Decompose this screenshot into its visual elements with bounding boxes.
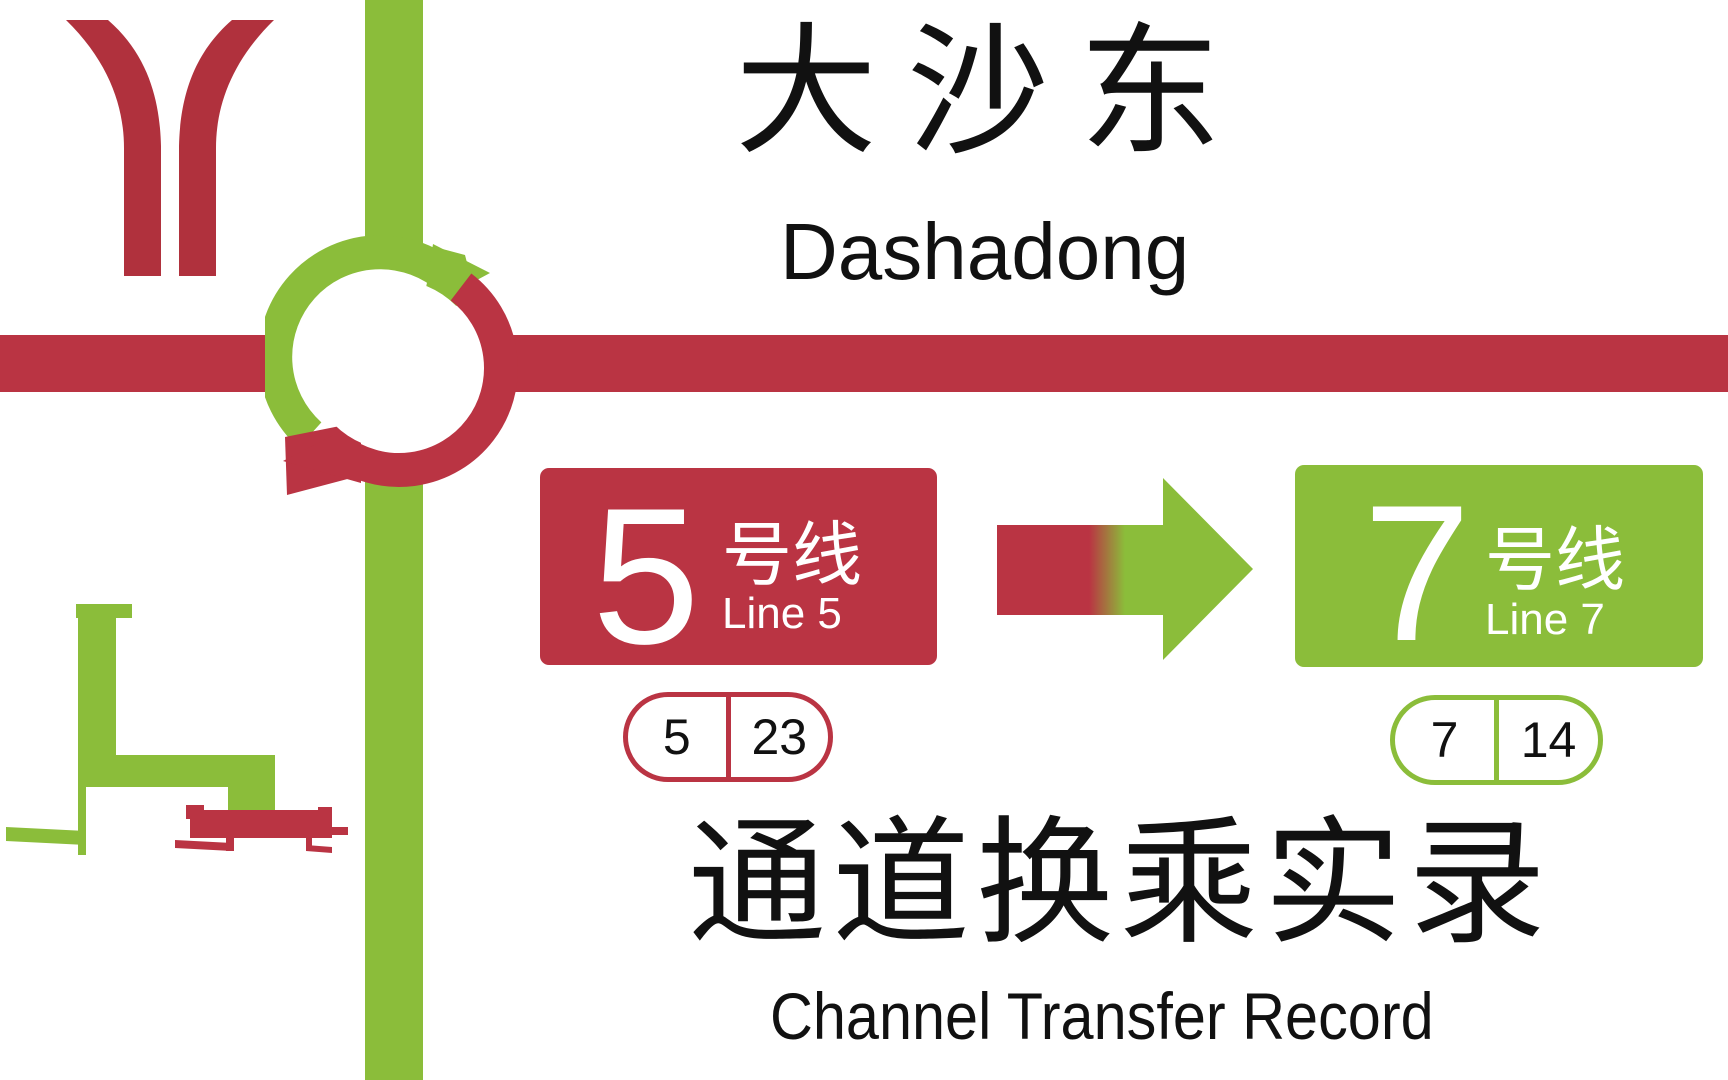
line5-station-code: 5 23	[623, 692, 833, 782]
line7-number: 7	[1363, 465, 1471, 682]
right-arrow-gradient-icon	[997, 478, 1253, 660]
line7-badge: 7 号线 Line 7	[1295, 465, 1703, 671]
guangzhou-metro-logo-icon	[60, 18, 280, 280]
pill-divider	[1494, 700, 1499, 780]
line5-badge: 5 号线 Line 5	[540, 468, 937, 674]
station-layout-map-icon	[0, 595, 360, 855]
line7-code-line: 7	[1430, 712, 1459, 768]
line5-horizontal-track	[0, 335, 1728, 392]
line5-code-line: 5	[662, 709, 691, 765]
line7-label-en: Line 7	[1485, 595, 1605, 644]
subtitle-en: Channel Transfer Record	[770, 979, 1434, 1053]
subtitle-cn: 通道换乘实录	[688, 803, 1553, 964]
line7-station-code: 7 14	[1390, 695, 1603, 785]
line7-code-station: 14	[1520, 712, 1577, 768]
line5-code-station: 23	[751, 709, 808, 765]
line7-vertical-track	[365, 0, 423, 1080]
station-name-en: Dashadong	[780, 207, 1190, 296]
line7-label-cn: 号线	[1485, 519, 1625, 601]
interchange-circular-arrows-icon	[258, 235, 525, 495]
line5-label-cn: 号线	[722, 514, 862, 596]
line5-label-en: Line 5	[722, 589, 842, 638]
station-name-cn: 大沙东	[735, 10, 1251, 175]
pill-divider	[725, 697, 731, 777]
line5-number: 5	[592, 468, 700, 685]
